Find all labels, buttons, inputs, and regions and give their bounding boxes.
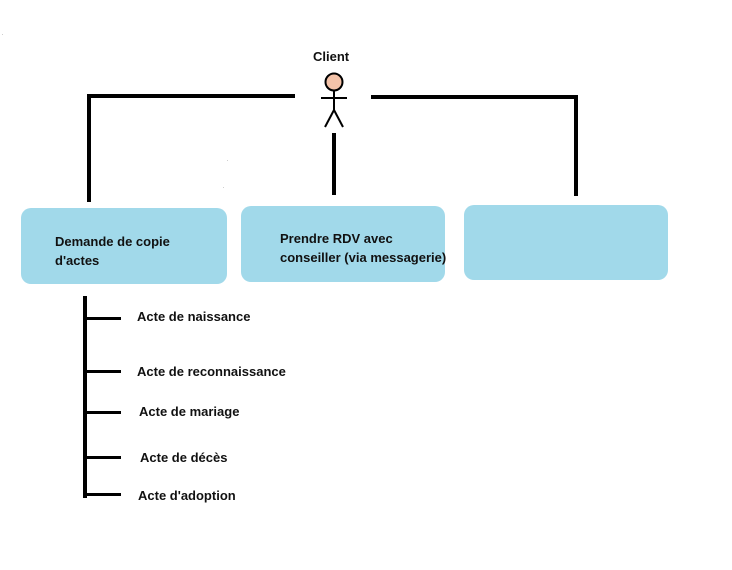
sub-item-acte-mariage: Acte de mariage <box>139 404 240 419</box>
subtree-branch <box>83 370 121 373</box>
subtree-branch <box>83 456 121 459</box>
stray-mark <box>2 34 3 35</box>
box-prendre-rdv <box>241 206 445 282</box>
subtree-branch <box>83 411 121 414</box>
box-demande-copie-actes-label: Demande de copie d'actes <box>55 234 170 268</box>
box-demande-copie-actes <box>21 208 227 284</box>
connector-right-vertical <box>574 95 578 196</box>
subtree-branch <box>83 493 121 496</box>
sub-item-acte-deces: Acte de décès <box>140 450 228 465</box>
actor-label: Client <box>313 49 350 64</box>
box-prendre-rdv-label: Prendre RDV avec conseiller (via message… <box>280 231 447 265</box>
sub-item-acte-reconnaissance: Acte de reconnaissance <box>137 364 286 379</box>
sub-item-acte-naissance: Acte de naissance <box>137 309 251 324</box>
connector-center-vertical <box>332 133 336 195</box>
stray-mark <box>223 187 224 188</box>
sub-item-acte-adoption: Acte d'adoption <box>138 488 236 503</box>
subtree-trunk <box>83 296 87 498</box>
connector-top-left <box>87 94 295 98</box>
connector-top-right <box>371 95 578 99</box>
actor-stick-figure <box>321 72 347 128</box>
connector-left-vertical <box>87 94 91 202</box>
stray-mark <box>227 160 228 161</box>
subtree-branch <box>83 317 121 320</box>
box-empty <box>464 205 668 280</box>
